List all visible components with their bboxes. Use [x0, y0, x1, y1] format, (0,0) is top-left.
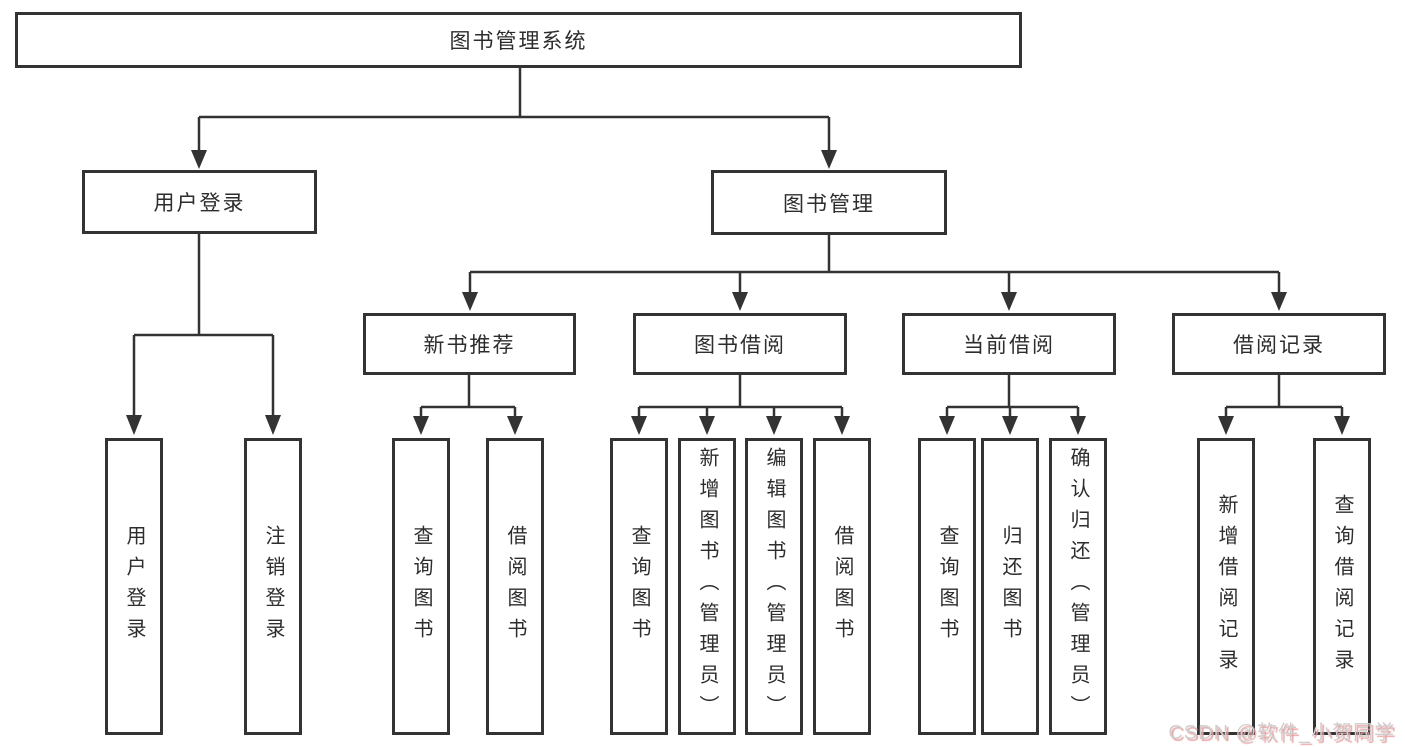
leaf-label: 借阅图书 [504, 524, 526, 649]
leaf-label: 用户登录 [123, 524, 145, 649]
leaf-label: 归还图书 [999, 524, 1021, 649]
node-label: 用户登录 [153, 192, 246, 215]
leaf-label: 查询借阅记录 [1331, 493, 1353, 680]
leaf-borrow-book: 借阅图书 [813, 438, 871, 735]
leaf-logout: 注销登录 [244, 438, 302, 735]
leaf-label: 查询图书 [410, 524, 432, 649]
leaf-label: 注销登录 [262, 524, 284, 649]
csdn-watermark: CSDN @软件_小贺同学 [1168, 722, 1395, 744]
node-current-borrow: 当前借阅 [902, 313, 1116, 375]
leaf-label: 新增借阅记录 [1215, 493, 1237, 680]
leaf-query-book: 查询图书 [610, 438, 668, 735]
node-borrow-records: 借阅记录 [1172, 313, 1386, 375]
node-book-borrow: 图书借阅 [633, 313, 847, 375]
leaf-label: 借阅图书 [831, 524, 853, 649]
node-label: 新书推荐 [423, 334, 516, 357]
leaf-label: 新增图书（管理员） [696, 447, 718, 726]
node-book-management-branch: 图书管理 [711, 170, 947, 235]
node-label: 图书管理 [783, 192, 875, 216]
node-root-system: 图书管理系统 [15, 12, 1022, 68]
leaf-label: 查询图书 [628, 524, 650, 649]
node-label: 当前借阅 [963, 334, 1055, 357]
node-user-login-branch: 用户登录 [82, 170, 317, 234]
leaf-query-book: 查询图书 [392, 438, 450, 735]
node-label: 图书管理系统 [449, 30, 588, 53]
node-new-book-recommend: 新书推荐 [363, 313, 576, 375]
leaf-return-book: 归还图书 [981, 438, 1039, 735]
leaf-label: 查询图书 [936, 524, 958, 649]
node-label: 图书借阅 [694, 334, 786, 357]
leaf-label: 确认归还（管理员） [1067, 447, 1089, 726]
leaf-add-borrow-record: 新增借阅记录 [1197, 438, 1255, 735]
leaf-query-borrow-record: 查询借阅记录 [1313, 438, 1371, 735]
leaf-borrow-book: 借阅图书 [486, 438, 544, 735]
node-label: 借阅记录 [1233, 334, 1325, 357]
leaf-label: 编辑图书（管理员） [763, 447, 785, 726]
leaf-add-book-admin: 新增图书（管理员） [678, 438, 736, 735]
leaf-confirm-return-admin: 确认归还（管理员） [1049, 438, 1107, 735]
leaf-edit-book-admin: 编辑图书（管理员） [745, 438, 803, 735]
leaf-user-login: 用户登录 [105, 438, 163, 735]
leaf-query-book: 查询图书 [918, 438, 976, 735]
